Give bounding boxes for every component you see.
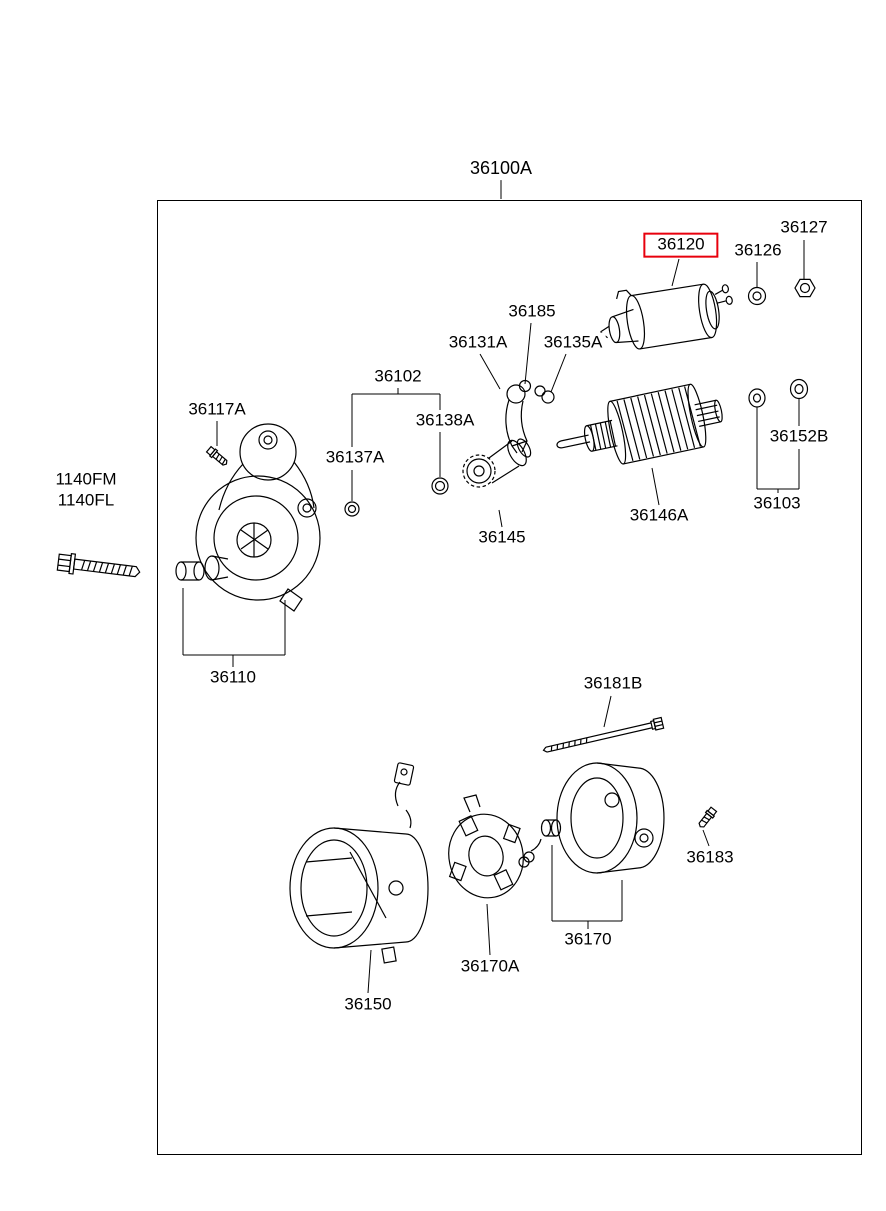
solenoid-drawing	[600, 283, 733, 350]
part-label-36183[interactable]: 36183	[683, 847, 737, 869]
nut-36127-drawing	[794, 278, 816, 298]
screw-36183-drawing	[698, 806, 718, 828]
part-label-36145[interactable]: 36145	[475, 527, 529, 549]
snap-ring-drawing	[344, 501, 360, 517]
part-label-36135a[interactable]: 36135A	[540, 332, 606, 354]
part-label-36138a[interactable]: 36138A	[412, 410, 478, 432]
rear-bracket-drawing	[540, 762, 665, 874]
part-label-36185[interactable]: 36185	[505, 301, 559, 323]
part-label-36170[interactable]: 36170	[561, 929, 615, 951]
clutch-drawing	[462, 438, 532, 488]
part-label-36146a[interactable]: 36146A	[626, 505, 692, 527]
part-label-36120-selected[interactable]: 36120	[643, 232, 719, 258]
part-label-1140fm[interactable]: 1140FM	[52, 469, 120, 491]
diagram-frame	[157, 200, 862, 1155]
assembly-label-36100a[interactable]: 36100A	[466, 158, 536, 180]
through-bolt-drawing	[542, 716, 665, 753]
part-label-36137a[interactable]: 36137A	[322, 447, 388, 469]
part-label-36131a[interactable]: 36131A	[445, 332, 511, 354]
mount-bolt-drawing	[56, 552, 141, 578]
washer-36126-drawing	[747, 286, 767, 306]
shift-lever-drawing	[505, 379, 555, 454]
screw-36117a-drawing	[205, 445, 228, 466]
part-label-36170a[interactable]: 36170A	[457, 956, 523, 978]
armature-drawing	[556, 383, 723, 465]
leader-lines	[182, 180, 805, 994]
part-label-36127[interactable]: 36127	[777, 217, 831, 239]
part-label-36150[interactable]: 36150	[341, 994, 395, 1016]
brush-holder-drawing	[448, 794, 542, 899]
part-label-36102[interactable]: 36102	[371, 366, 425, 388]
part-label-36110[interactable]: 36110	[206, 667, 260, 689]
part-label-36181b[interactable]: 36181B	[580, 673, 646, 695]
washer-set-drawing	[748, 378, 809, 408]
stop-ring-drawing	[431, 477, 449, 495]
part-label-36126[interactable]: 36126	[731, 240, 785, 262]
part-label-36117a[interactable]: 36117A	[185, 399, 249, 421]
part-label-36152b[interactable]: 36152B	[766, 426, 832, 448]
part-label-1140fl[interactable]: 1140FL	[54, 490, 118, 512]
front-bracket-drawing	[175, 423, 321, 612]
yoke-drawing	[289, 762, 429, 964]
part-label-36103[interactable]: 36103	[750, 493, 804, 515]
